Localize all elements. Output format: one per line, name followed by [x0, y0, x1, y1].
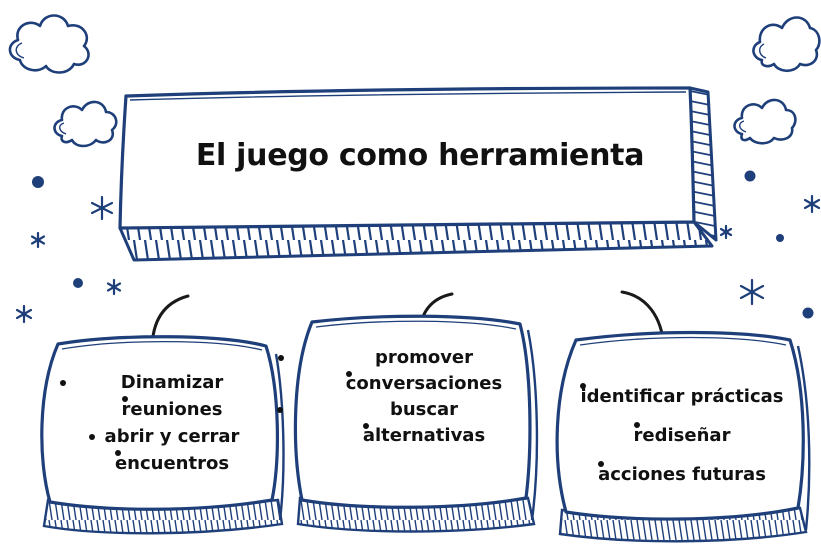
dot-icon: [744, 170, 756, 182]
cloud-icon: [8, 14, 90, 74]
list-item: rediseñar: [564, 422, 800, 449]
bullet-item-continuation: reuniones: [102, 396, 242, 423]
star-icon: [803, 194, 821, 214]
list-item: acciones futuras: [564, 461, 800, 488]
content-box-2: [293, 314, 539, 533]
dot-icon: [73, 278, 83, 288]
box-1-text: Dinamizar reuniones abrir y cerrar encue…: [60, 369, 242, 477]
star-icon: [719, 224, 733, 240]
content-box-3: [555, 330, 811, 543]
bullet-item: buscar: [277, 397, 514, 423]
dot-icon: [32, 176, 44, 188]
star-icon: [106, 278, 122, 296]
cloud-icon: [733, 98, 797, 145]
content-box-1: [40, 335, 285, 535]
cloud-icon: [752, 16, 821, 73]
bullet-item: promover: [278, 345, 514, 371]
bullet-item: Dinamizar: [60, 369, 242, 396]
bullet-item-continuation: alternativas: [334, 423, 514, 449]
star-icon: [15, 304, 33, 324]
star-icon: [90, 195, 114, 221]
bullet-item: abrir y cerrar: [89, 423, 242, 450]
bullet-item-continuation: conversaciones: [334, 371, 514, 397]
dot-icon: [776, 234, 784, 242]
diagram-title: El juego como herramienta: [195, 138, 645, 173]
star-icon: [30, 231, 46, 249]
dot-icon: [802, 307, 814, 319]
cloud-icon: [53, 100, 118, 148]
bullet-item-continuation: encuentros: [102, 450, 242, 477]
box-3-text: identificar prácticas rediseñar acciones…: [564, 383, 800, 488]
list-item: identificar prácticas: [564, 383, 800, 410]
box-2-text: promover conversaciones buscar alternati…: [277, 345, 514, 449]
title-box: [118, 86, 718, 262]
star-icon: [739, 278, 765, 306]
